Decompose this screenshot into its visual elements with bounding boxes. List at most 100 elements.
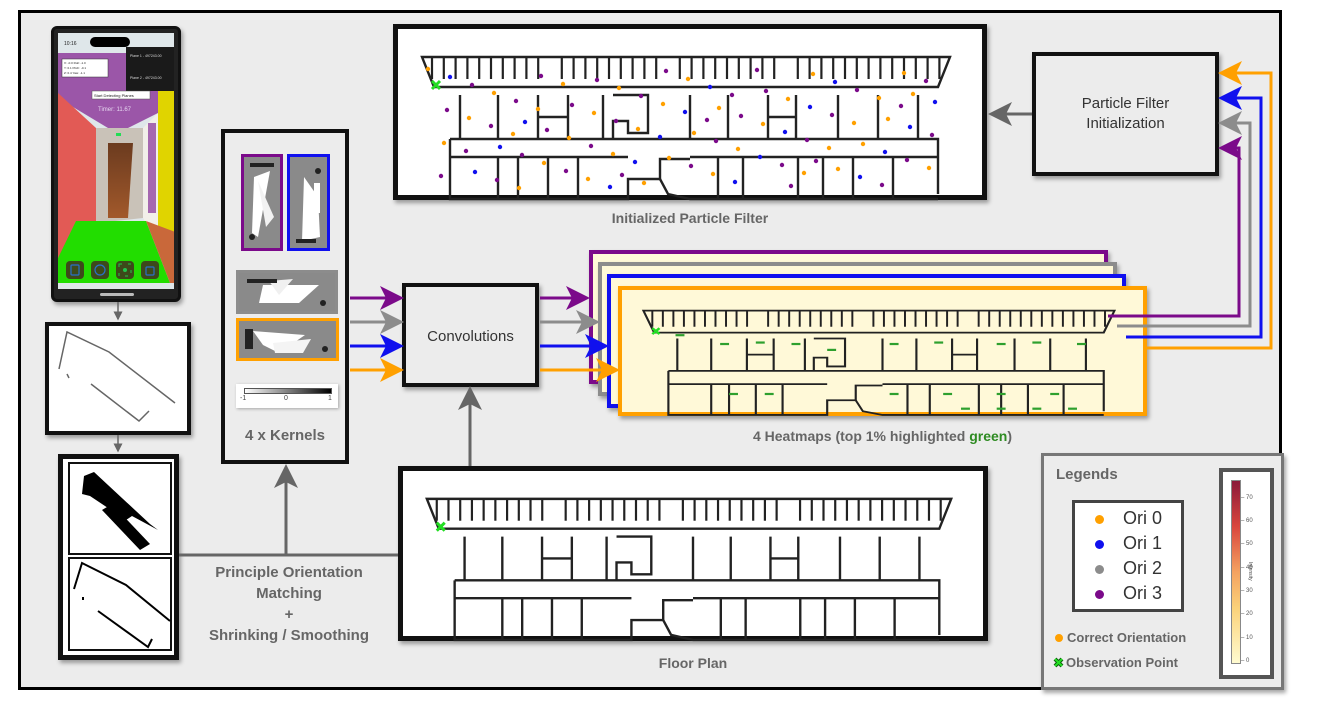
- particle: [569, 102, 575, 108]
- particle: [441, 140, 447, 146]
- heatmap-floorplan: [641, 309, 1117, 416]
- heatmap-highlight: [720, 342, 730, 346]
- particle: [691, 130, 697, 136]
- particle: [760, 121, 766, 127]
- kernel-ori1: [287, 154, 330, 251]
- particle: [619, 172, 625, 178]
- particle: [688, 163, 694, 169]
- heatmaps-caption-text: ): [1007, 428, 1013, 444]
- particle: [788, 183, 794, 189]
- legend-observation-point: Observation Point: [1053, 655, 1178, 670]
- colorbar-label: Intensity: [1247, 562, 1253, 581]
- kernel-scale-tick: -1: [240, 395, 247, 402]
- particle: [510, 131, 516, 137]
- wall: [450, 137, 940, 194]
- particle: [585, 176, 591, 182]
- heatmap-highlight: [934, 341, 944, 344]
- heatmaps-caption-text: 4 Heatmaps (top 1% highlighted: [752, 428, 970, 444]
- particle: [732, 179, 738, 185]
- particle: [826, 145, 832, 151]
- colorbar-tick: – 20: [1241, 611, 1253, 618]
- heatmap-highlight: [1076, 342, 1086, 346]
- wall: [615, 535, 653, 581]
- particle: [613, 118, 619, 124]
- particle: [707, 84, 713, 90]
- particle: [494, 177, 500, 183]
- observation-point-x-icon: [1053, 657, 1064, 668]
- particle: [425, 66, 431, 72]
- floor-plan-map: [398, 466, 988, 642]
- legend-label: Ori 3: [1123, 583, 1163, 603]
- particle: [860, 141, 866, 147]
- legend-item-ori2: Ori 2: [1075, 557, 1181, 581]
- particle: [488, 123, 494, 129]
- particle: [663, 68, 669, 74]
- convolutions-box: Convolutions: [402, 283, 539, 387]
- particle: [519, 152, 525, 158]
- convolutions-label: Convolutions: [427, 328, 514, 345]
- particle: [710, 171, 716, 177]
- legend-correct-orientation: Correct Orientation: [1055, 630, 1186, 645]
- heatmap-ori0: [618, 286, 1147, 416]
- particle: [810, 71, 816, 77]
- heatmap-highlight: [729, 392, 738, 396]
- particle: [926, 165, 932, 171]
- wall: [854, 399, 1104, 416]
- pf-init-label-line: Particle Filter: [1081, 95, 1170, 112]
- kernel-scale-tick: 0: [284, 395, 288, 402]
- arrow-heatmap-ori1-to-pf: [1126, 86, 1263, 339]
- heatmap-highlight: [1050, 392, 1060, 396]
- particle: [544, 127, 550, 133]
- start-detecting-label: Start Detecting Planes: [94, 93, 134, 98]
- wall: [667, 370, 883, 416]
- particle: [901, 70, 907, 76]
- heatmap-highlight: [996, 392, 1006, 396]
- particle: [447, 74, 453, 80]
- preprocess-label-line: Principle Orientation: [215, 564, 363, 581]
- particle: [610, 151, 616, 157]
- particle: [682, 109, 688, 115]
- observation-point-icon: [435, 521, 446, 532]
- info-icon[interactable]: [91, 261, 109, 279]
- particle: [813, 158, 819, 164]
- heatmap-highlight: [889, 392, 899, 396]
- kernels-label: 4 x Kernels: [244, 427, 326, 444]
- particle: [729, 92, 735, 98]
- heatmap-highlight: [1068, 407, 1077, 410]
- preprocess-label: Principle Orientation Matching + Shrinki…: [186, 562, 392, 646]
- start-detecting-button[interactable]: [91, 90, 151, 100]
- particle: [716, 105, 722, 111]
- ori1-dot-icon: [1095, 540, 1104, 549]
- kernel-colorscale: -1 0 1: [236, 384, 338, 408]
- plane-label-1: Plane 1 - 497243.00: [130, 54, 162, 58]
- floorplan-drawing: [425, 497, 953, 642]
- particle: [466, 115, 472, 121]
- particle: [497, 144, 503, 150]
- legend-item-ori0: Ori 0: [1075, 507, 1181, 531]
- particle: [516, 185, 522, 191]
- wall: [420, 55, 952, 89]
- particle: [885, 116, 891, 122]
- particle: [932, 99, 938, 105]
- legend-orientations: Ori 0 Ori 1 Ori 2 Ori 3: [1072, 500, 1184, 612]
- heatmap-highlight: [1032, 407, 1042, 410]
- particle: [538, 73, 544, 79]
- particle: [907, 124, 913, 130]
- particle: [735, 146, 741, 152]
- pf-floorplan: [420, 55, 952, 201]
- phone-status-time: 10:16: [64, 41, 77, 47]
- particle: [616, 85, 622, 91]
- particle: [438, 173, 444, 179]
- particle: [910, 91, 916, 97]
- floor-plan-caption: Floor Plan: [658, 655, 728, 671]
- particle: [463, 148, 469, 154]
- correct-orientation-dot-icon: [1055, 634, 1063, 642]
- kernel-ori3: [241, 154, 283, 251]
- wall: [662, 619, 940, 642]
- preprocess-label-line: Shrinking / Smoothing: [209, 627, 369, 644]
- particle: [641, 180, 647, 186]
- particle-filter-init-box: Particle Filter Initialization: [1032, 52, 1219, 176]
- particle: [779, 162, 785, 168]
- particle: [607, 184, 613, 190]
